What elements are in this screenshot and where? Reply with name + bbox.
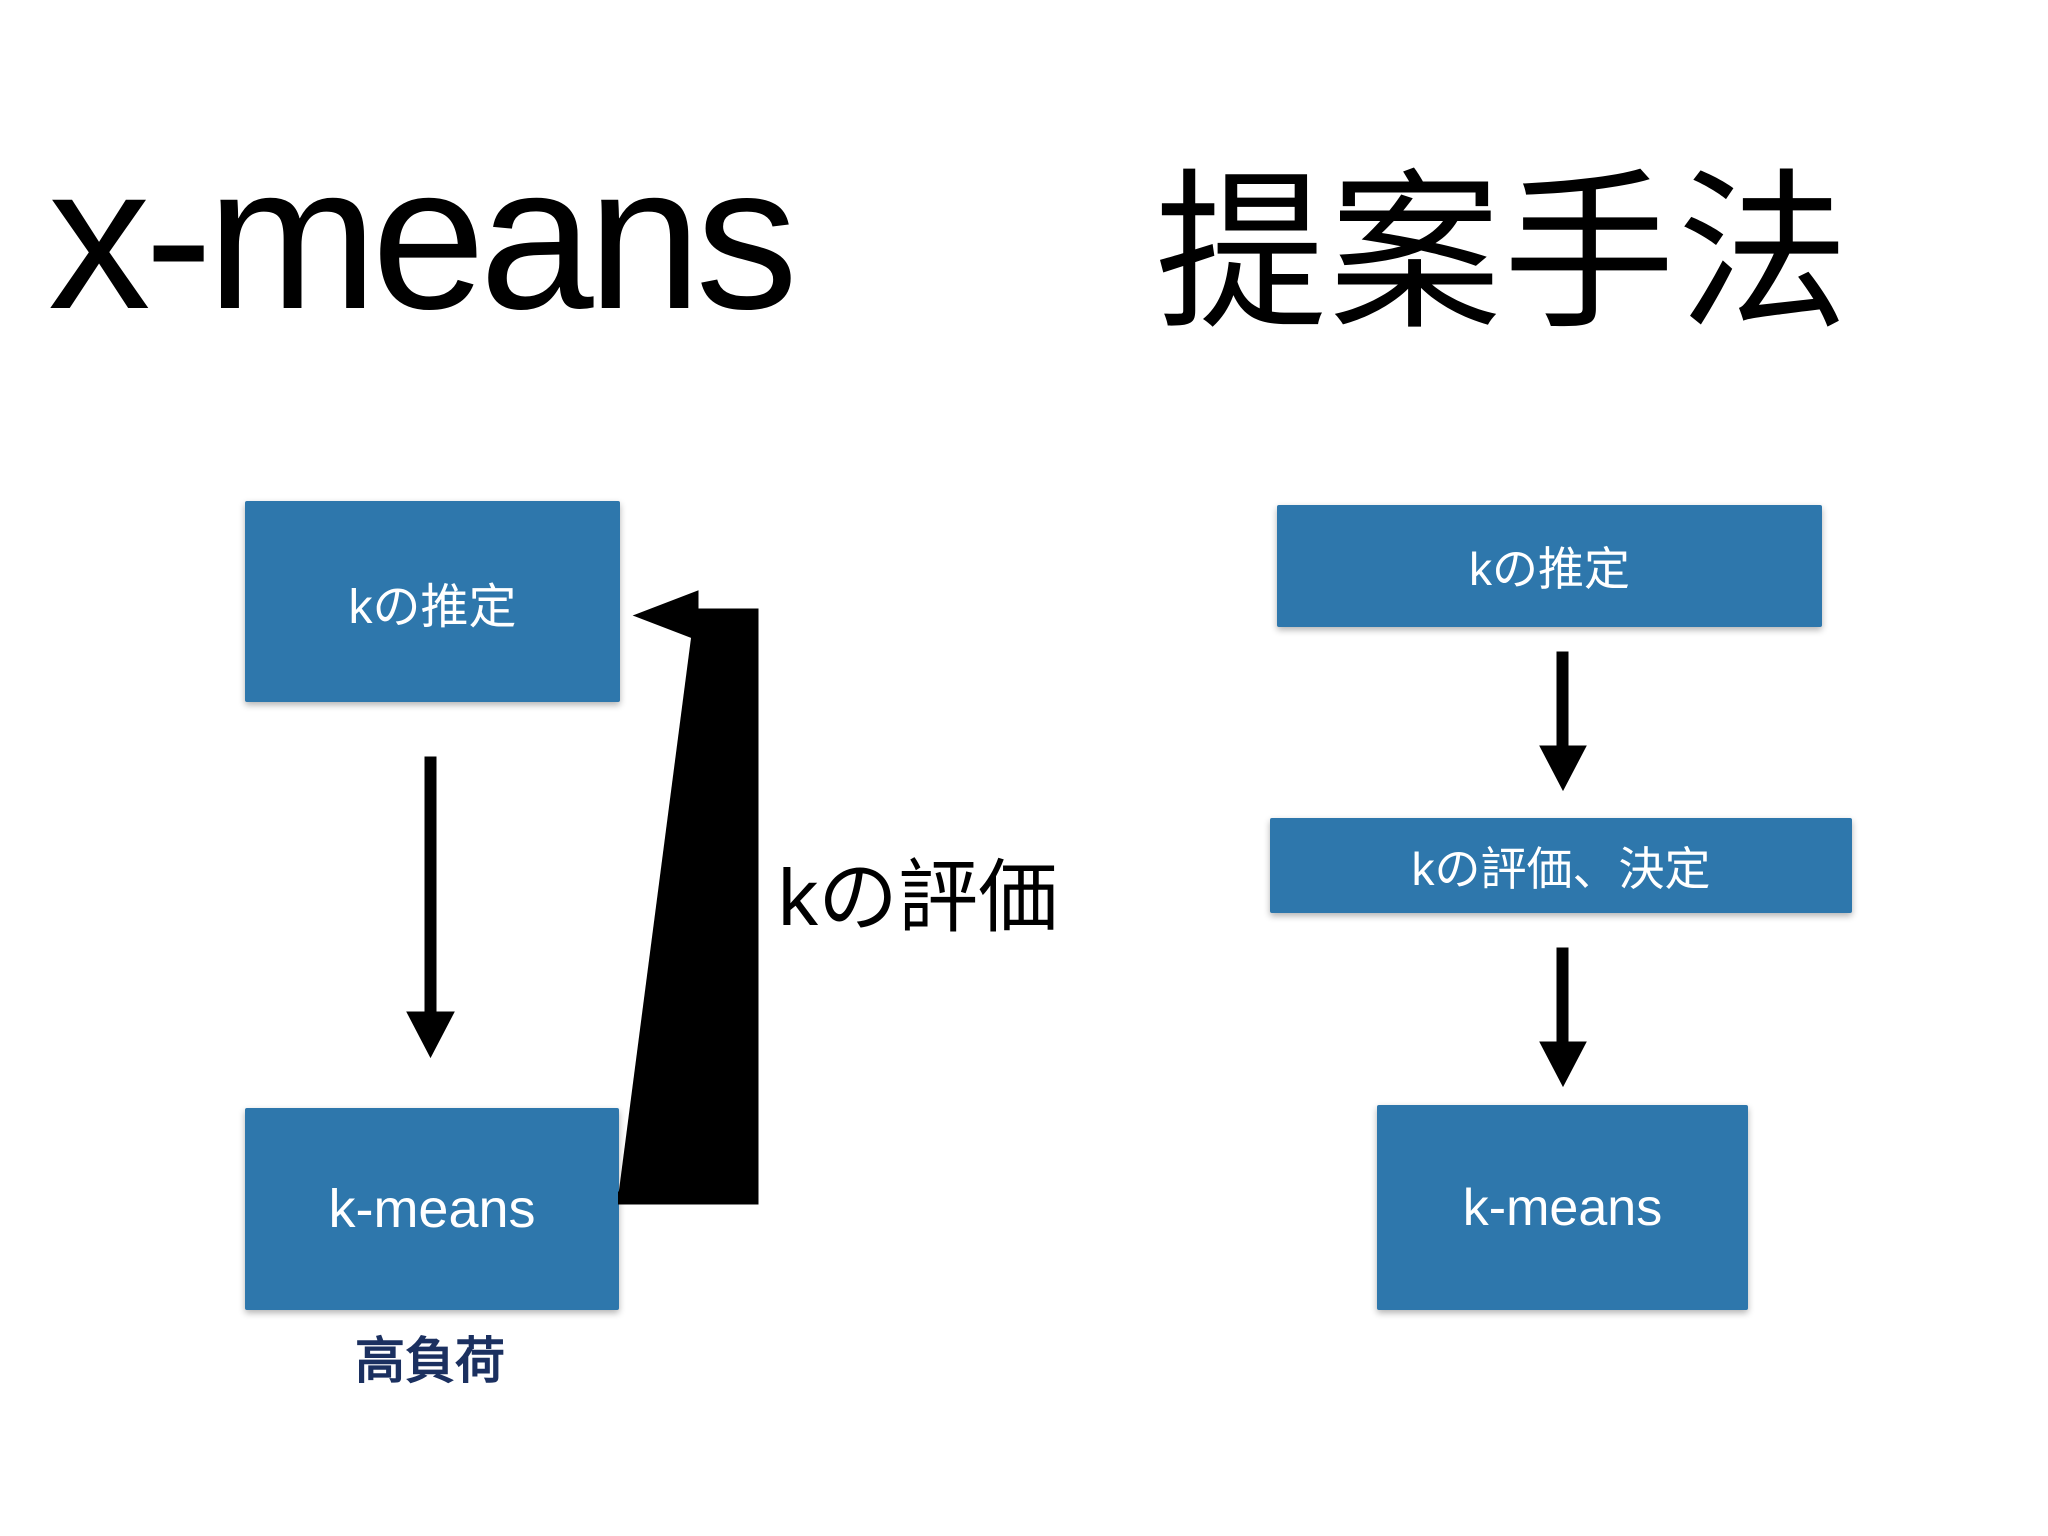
right-box-k-means: k-means [1377,1105,1748,1310]
right-box-k-evaluate-decide-label: kの評価、決定 [1411,842,1711,895]
high-load-note: 高負荷 [355,1333,505,1389]
right-method-title: 提案手法 [1155,158,1851,350]
left-down-arrow-icon [406,756,455,1059]
left-box-k-means: k-means [245,1108,619,1310]
right-box-k-estimate-label: kの推定 [1469,543,1630,595]
right-box-k-estimate: kの推定 [1277,505,1822,627]
feedback-loop-arrow-icon [618,590,759,1205]
right-down-arrow-2-icon [1539,947,1587,1088]
left-box-k-estimate-label: kの推定 [348,580,517,634]
left-box-k-estimate: kの推定 [245,501,620,702]
right-box-k-evaluate-decide: kの評価、決定 [1270,818,1852,913]
right-box-k-means-label: k-means [1462,1178,1663,1237]
right-down-arrow-1-icon [1539,651,1587,792]
left-box-k-means-label: k-means [328,1179,536,1239]
feedback-loop-label: kの評価 [778,853,1058,942]
left-method-title: x-means [48,123,798,352]
